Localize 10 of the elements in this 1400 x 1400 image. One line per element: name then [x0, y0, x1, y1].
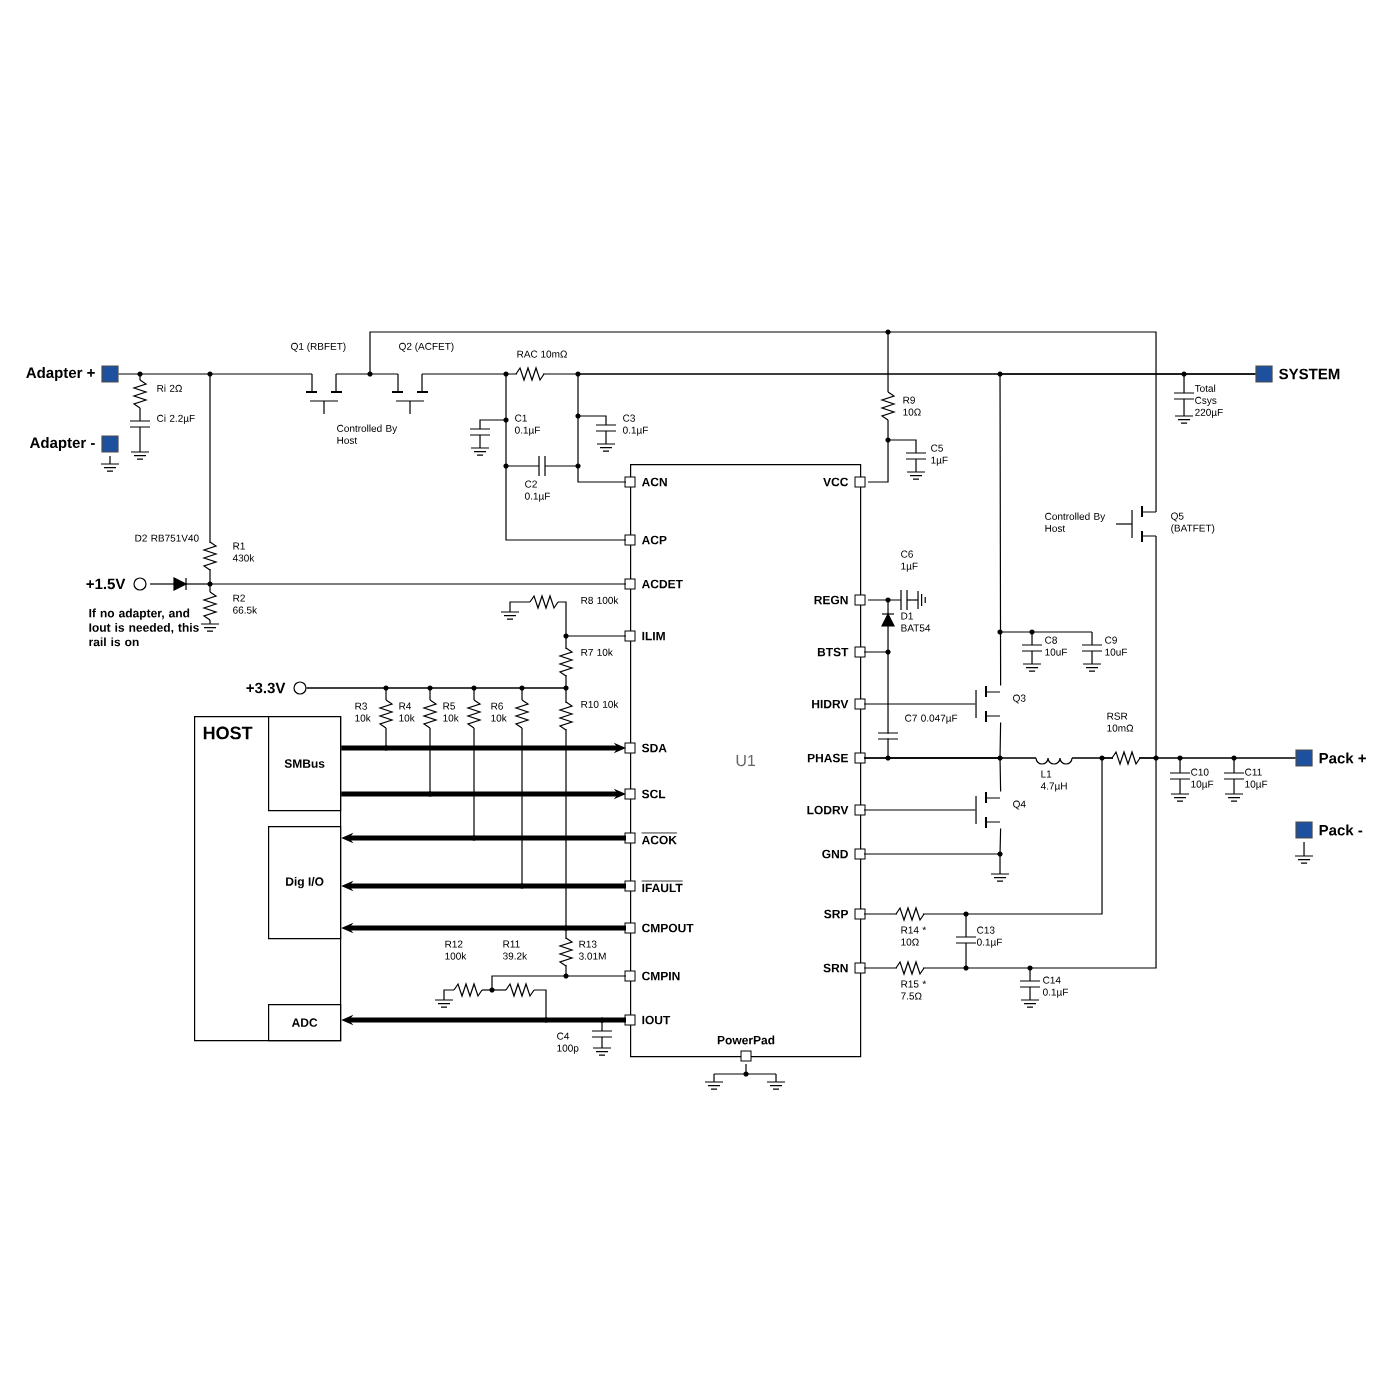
- wire: [863, 809, 976, 811]
- wire: [863, 757, 1002, 792]
- wire: [999, 373, 1257, 686]
- transistor-symbol: [975, 685, 1001, 723]
- wire: [863, 828, 1002, 855]
- wire: [118, 373, 627, 585]
- transistor-symbol: [975, 791, 1001, 829]
- wire: [863, 757, 1157, 969]
- wire: [306, 635, 627, 689]
- wire: [863, 703, 976, 705]
